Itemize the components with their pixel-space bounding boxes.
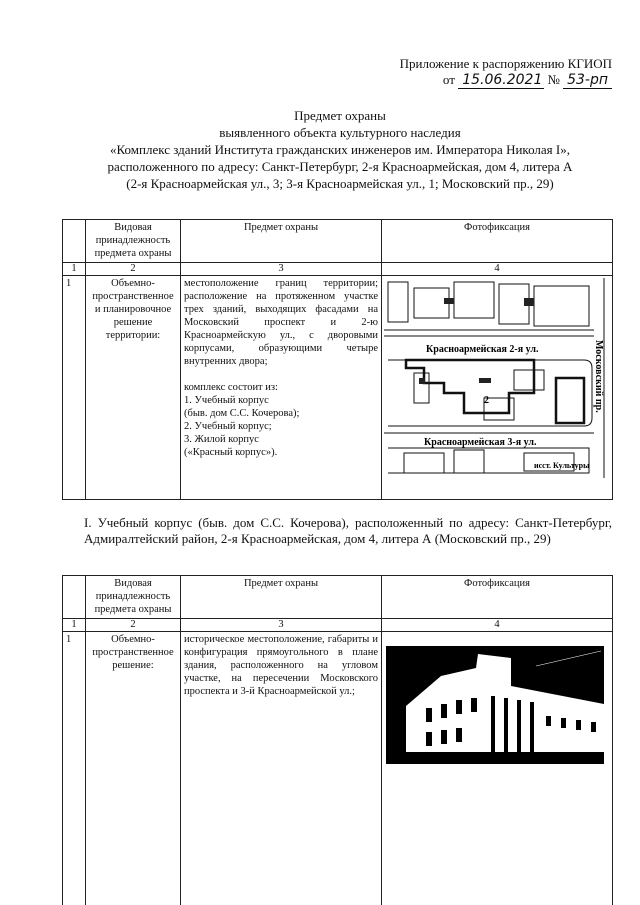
subject-text: местоположение границ территории; распол…	[184, 278, 378, 367]
list-item: 3. Жилой корпус	[184, 434, 259, 445]
col-number: 1	[62, 262, 86, 276]
title-line: «Комплекс зданий Института гражданских и…	[110, 142, 570, 157]
col-number: 2	[85, 262, 181, 276]
building-photo	[386, 646, 604, 764]
map-building-number: 2	[484, 395, 489, 406]
document-title: Предмет охраны выявленного объекта культ…	[60, 107, 620, 192]
section-heading: I. Учебный корпус (быв. дом С.С. Кочеров…	[84, 515, 612, 546]
map-avenue-label: Московский пр.	[593, 340, 604, 413]
order-number: 53-рп	[563, 72, 612, 89]
map-cell: Красноармейская 2-я ул. Красноармейская …	[381, 275, 613, 500]
site-plan-map: Красноармейская 2-я ул. Красноармейская …	[384, 278, 610, 478]
col-number: 1	[62, 618, 86, 632]
map-street-label: Красноармейская 2-я ул.	[426, 344, 539, 355]
number-sign: №	[547, 72, 560, 87]
title-line: (2-я Красноармейская ул., 3; 3-я Красноа…	[126, 176, 554, 191]
protection-table-complex: Видовая принадлежность предмета охраны П…	[62, 219, 613, 500]
col-number: 3	[180, 262, 382, 276]
title-line: выявленного объекта культурного наследия	[219, 125, 461, 140]
header-subject: Предмет охраны	[180, 219, 382, 263]
list-item: комплекс состоит из:	[184, 382, 278, 393]
list-item: («Красный корпус»).	[184, 447, 278, 458]
row-number: 1	[62, 631, 86, 905]
order-date: 15.06.2021	[458, 72, 545, 89]
subject-type: Объемно-пространственное и планировочное…	[85, 275, 181, 500]
col-number: 2	[85, 618, 181, 632]
title-line: Предмет охраны	[294, 108, 386, 123]
header-photo: Фотофиксация	[381, 575, 613, 619]
header-photo: Фотофиксация	[381, 219, 613, 263]
subject-text: историческое местоположение, габариты и …	[180, 631, 382, 905]
subject-cell: местоположение границ территории; распол…	[180, 275, 382, 500]
header-type: Видовая принадлежность предмета охраны	[85, 575, 181, 619]
header-type: Видовая принадлежность предмета охраны	[85, 219, 181, 263]
header-subject: Предмет охраны	[180, 575, 382, 619]
map-street-label: Красноармейская 3-я ул.	[424, 437, 537, 448]
col-number: 4	[381, 262, 613, 276]
row-number: 1	[62, 275, 86, 500]
photo-cell	[381, 631, 613, 905]
subject-type: Объемно-пространственное решение:	[85, 631, 181, 905]
col-number: 4	[381, 618, 613, 632]
appendix-line: Приложение к распоряжению КГИОП	[399, 56, 612, 71]
appendix-note: Приложение к распоряжению КГИОП от 15.06…	[390, 56, 612, 89]
list-item: 2. Учебный корпус;	[184, 421, 272, 432]
protection-table-building: Видовая принадлежность предмета охраны П…	[62, 575, 613, 905]
from-label: от	[442, 72, 455, 87]
title-line: расположенного по адресу: Санкт-Петербур…	[107, 159, 573, 174]
list-item: (быв. дом С.С. Кочерова);	[184, 408, 300, 419]
list-item: 1. Учебный корпус	[184, 395, 269, 406]
map-lane-label: исст. Культуры	[534, 461, 590, 470]
col-number: 3	[180, 618, 382, 632]
